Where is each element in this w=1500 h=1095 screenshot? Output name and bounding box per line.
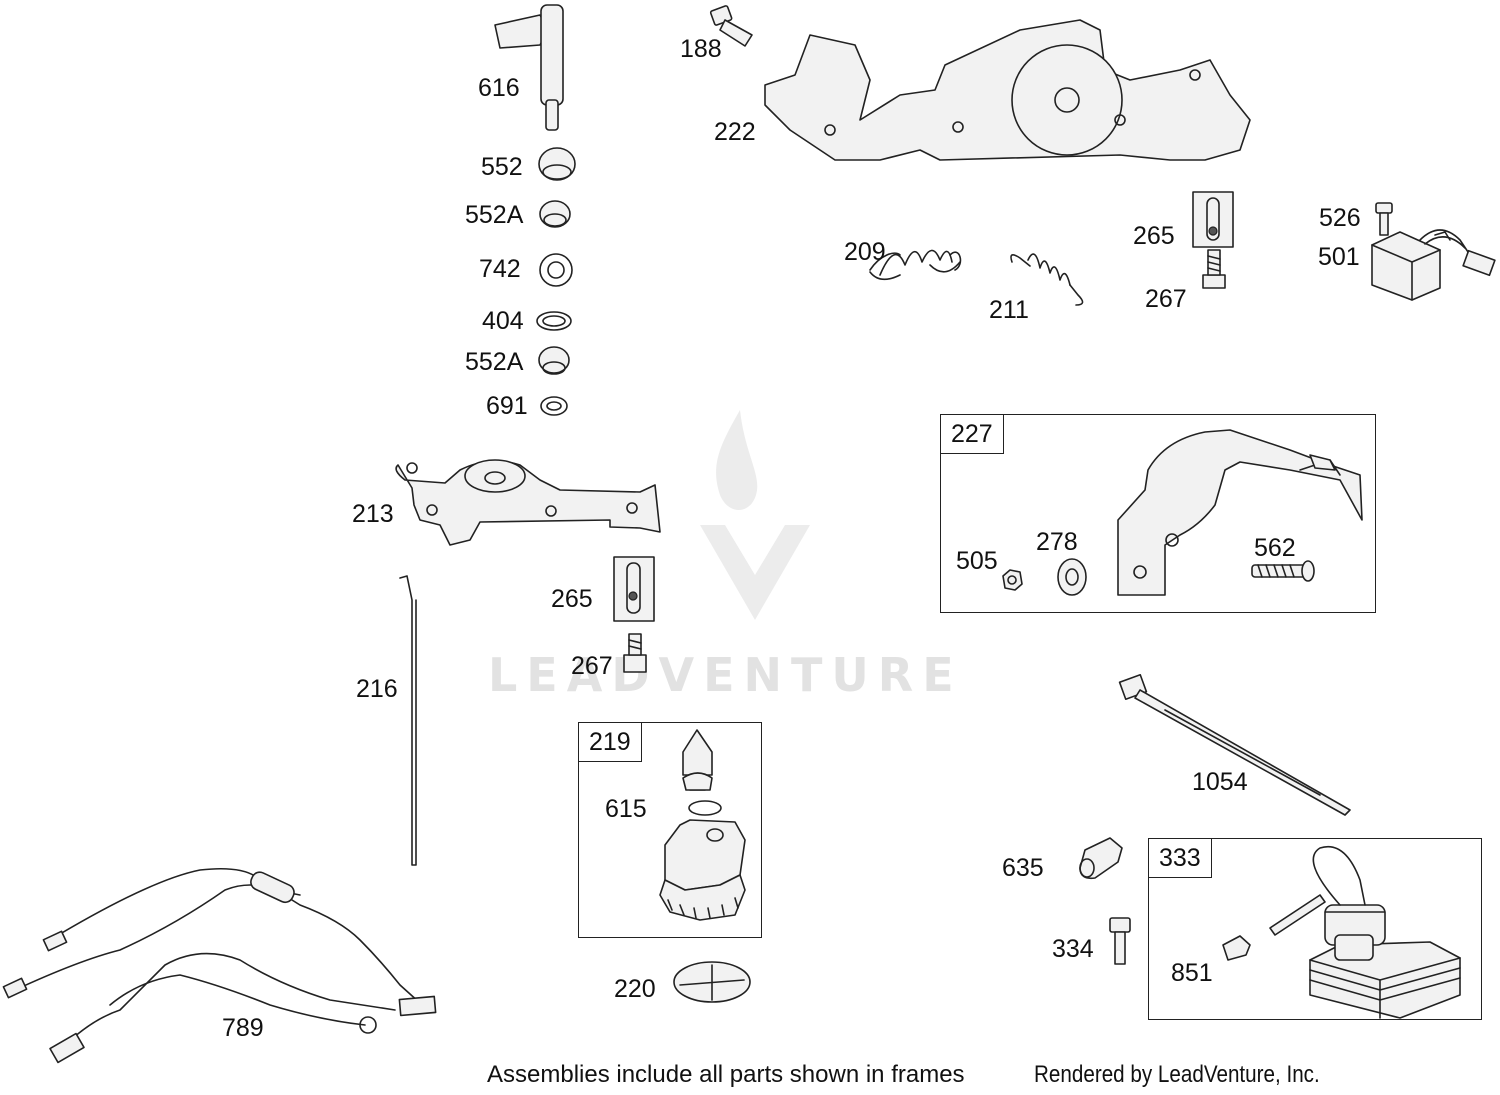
frame-219: 219 <box>578 722 762 938</box>
governor-gear-assembly-219 <box>659 729 746 921</box>
part-label: 552A <box>465 348 524 376</box>
screw-334 <box>1109 917 1131 965</box>
frame-333: 333 <box>1148 838 1482 1020</box>
washer-278 <box>1057 558 1087 596</box>
leadventure-logo-watermark <box>700 410 810 620</box>
part-label: 526 <box>1319 204 1361 232</box>
washer-691 <box>540 396 568 416</box>
screw-562 <box>1251 560 1315 582</box>
part-label: 220 <box>614 975 656 1003</box>
screw-267-middle <box>623 633 647 673</box>
assemblies-note: Assemblies include all parts shown in fr… <box>487 1061 965 1088</box>
frame-number: 227 <box>941 415 1004 454</box>
governor-lever-213 <box>395 459 661 546</box>
part-label: 562 <box>1254 534 1296 562</box>
watermark-text: LEADVENTURE <box>488 648 963 702</box>
part-label: 278 <box>1036 528 1078 556</box>
part-label: 213 <box>352 500 394 528</box>
screw-267-top <box>1202 249 1226 289</box>
module-501 <box>1371 229 1496 301</box>
part-label: 211 <box>989 296 1029 324</box>
bushing-552a-top <box>539 200 571 228</box>
part-label: 222 <box>714 118 756 146</box>
part-label: 615 <box>605 795 647 823</box>
part-label: 265 <box>1133 222 1175 250</box>
ignition-armature-assembly-333 <box>1222 845 1461 1019</box>
bushing-552 <box>538 147 576 181</box>
part-label: 552 <box>481 153 523 181</box>
part-label: 265 <box>551 585 593 613</box>
part-label: 216 <box>356 675 398 703</box>
bushing-552a-bottom <box>538 346 570 375</box>
screw-526 <box>1375 202 1393 236</box>
cable-tie-1054 <box>1118 673 1351 816</box>
part-label: 501 <box>1318 243 1360 271</box>
washer-404 <box>536 311 572 331</box>
control-bracket-222 <box>764 19 1251 161</box>
frame-227: 227 <box>940 414 1376 613</box>
spring-209 <box>869 249 962 281</box>
nut-505 <box>1002 569 1023 591</box>
wire-harness-789 <box>2 867 437 1064</box>
part-label: 691 <box>486 392 528 420</box>
part-label: 404 <box>482 307 524 335</box>
part-label: 334 <box>1052 935 1094 963</box>
part-label: 209 <box>844 238 886 266</box>
spring-211 <box>1010 253 1084 306</box>
spark-plug-boot-635 <box>1079 837 1123 880</box>
governor-cup-220 <box>673 961 751 1003</box>
e-ring-742 <box>539 253 573 287</box>
frame-number: 333 <box>1149 839 1212 878</box>
clip-265-top <box>1192 191 1234 248</box>
part-label: 616 <box>478 74 520 102</box>
part-label: 1054 <box>1192 768 1248 796</box>
render-credit: Rendered by LeadVenture, Inc. <box>1034 1061 1320 1088</box>
bracket-227 <box>1117 429 1363 596</box>
governor-rod-216 <box>399 575 417 866</box>
part-label: 267 <box>571 652 613 680</box>
part-label: 552A <box>465 201 524 229</box>
part-label: 742 <box>479 255 521 283</box>
part-label: 267 <box>1145 285 1187 313</box>
frame-number: 219 <box>579 723 642 762</box>
governor-shaft-616 <box>494 4 564 131</box>
part-label: 851 <box>1171 959 1213 987</box>
part-label: 635 <box>1002 854 1044 882</box>
part-label: 505 <box>956 547 998 575</box>
screw-188 <box>709 5 753 47</box>
clip-265-middle <box>613 556 655 622</box>
part-label: 188 <box>680 35 722 63</box>
part-label: 789 <box>222 1014 264 1042</box>
